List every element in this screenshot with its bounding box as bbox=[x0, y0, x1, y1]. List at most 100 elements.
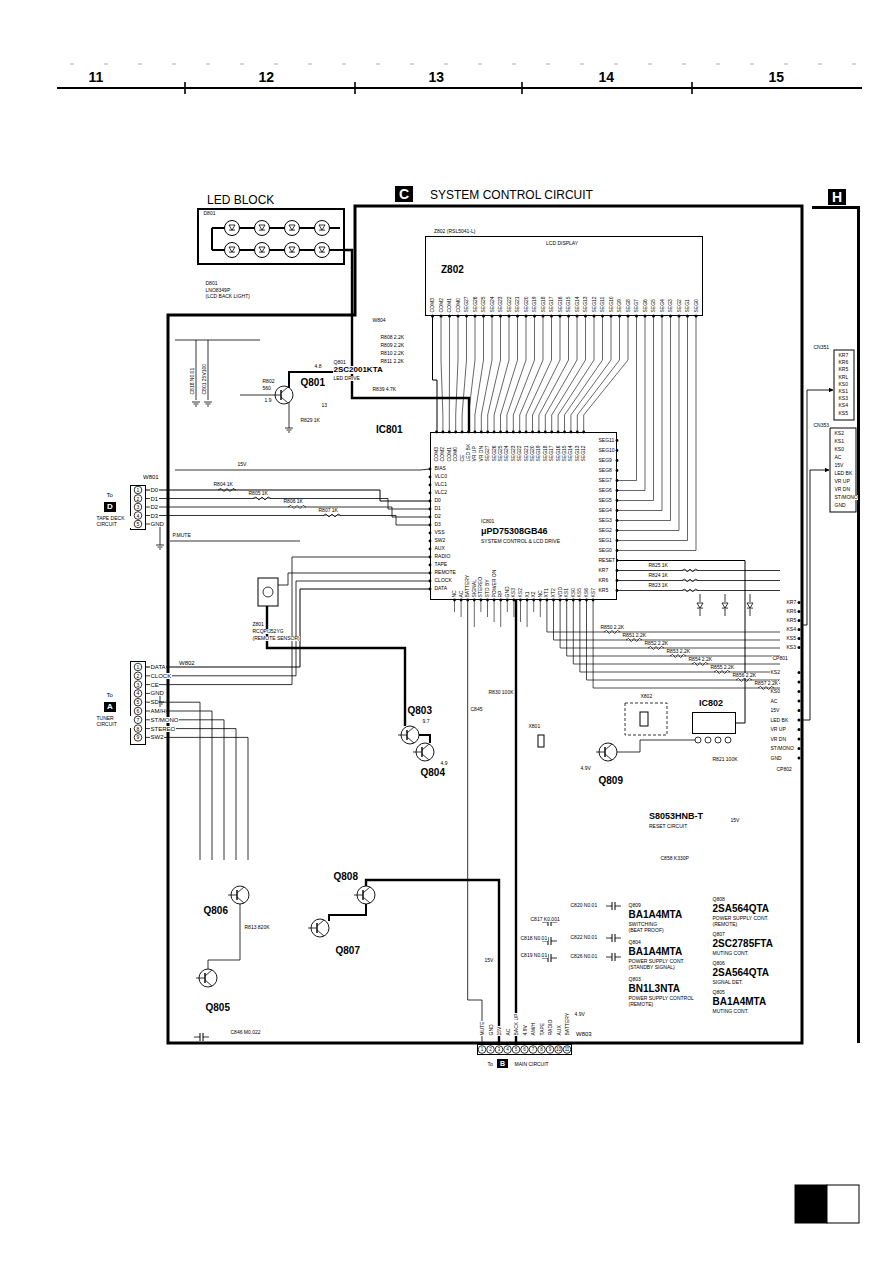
pin-name: SEG12 bbox=[581, 445, 586, 462]
wire bbox=[146, 702, 200, 860]
wire bbox=[513, 600, 514, 617]
wire bbox=[487, 600, 488, 617]
circuit-reference: D bbox=[104, 502, 116, 512]
resistor-symbol bbox=[682, 579, 698, 582]
resistor-symbol bbox=[670, 655, 686, 658]
pin-name: STEREO bbox=[150, 726, 176, 732]
wire bbox=[580, 64, 584, 65]
pin-name: SEG27 bbox=[464, 296, 469, 313]
pin-name: AC bbox=[506, 1028, 511, 1036]
wire bbox=[700, 594, 701, 602]
pin-name: SEG0 bbox=[598, 548, 612, 553]
pin-name: KS7 bbox=[591, 588, 596, 598]
connector-pin bbox=[529, 1046, 537, 1054]
wire bbox=[354, 895, 363, 896]
pin-name: NC bbox=[538, 590, 543, 598]
pin-name: COM0 bbox=[453, 447, 458, 462]
part-label: R810 2.2K bbox=[380, 351, 405, 356]
circuit-reference: MAIN CIRCUIT bbox=[514, 1062, 549, 1067]
wire bbox=[211, 228, 213, 250]
ic-chip: IC802S8053HNB-TRESET CIRCUIT bbox=[692, 712, 736, 734]
diode-symbol bbox=[697, 603, 703, 608]
pin-name: SW2 bbox=[434, 538, 446, 543]
pin-name: COM2 bbox=[440, 447, 445, 462]
pin-dot bbox=[798, 646, 801, 649]
page-mark bbox=[795, 1185, 827, 1223]
diode-symbol bbox=[289, 247, 295, 252]
led-symbol bbox=[225, 221, 240, 236]
connector-pin bbox=[134, 698, 142, 706]
pin-name: REMOTE bbox=[434, 570, 456, 575]
wire bbox=[413, 752, 422, 753]
wire bbox=[617, 590, 780, 591]
pin-name: VLC2 bbox=[434, 490, 448, 495]
pin-name: COM2 bbox=[439, 298, 444, 313]
pin-name: SEG18 bbox=[541, 296, 546, 313]
pin-name: KR5 bbox=[786, 618, 797, 623]
part-label: R829 1K bbox=[300, 418, 320, 423]
node-text: RESET CIRCUIT bbox=[649, 824, 687, 829]
connector-outline bbox=[834, 350, 854, 420]
pin-number: 11 bbox=[565, 1047, 570, 1052]
circuit-reference: To bbox=[106, 692, 113, 698]
wire bbox=[587, 600, 781, 680]
pin-name: KS0 bbox=[838, 382, 848, 387]
node-text: Z802 (RSL5041-L) bbox=[434, 229, 475, 234]
pin-name: GND bbox=[505, 586, 510, 598]
wire bbox=[240, 395, 272, 396]
connector-pin bbox=[546, 1046, 554, 1054]
pin-name: KS1 bbox=[838, 389, 848, 394]
wire-connector bbox=[345, 250, 469, 432]
pin-name: BACK UP bbox=[514, 1013, 519, 1036]
pin-name: LED BK bbox=[834, 471, 853, 476]
pin-name: KS4 bbox=[838, 403, 848, 408]
wire bbox=[580, 600, 780, 672]
part-label: 4.9V bbox=[580, 766, 591, 771]
part-label: R805 1K bbox=[248, 491, 268, 496]
pin-name: GND bbox=[489, 1024, 494, 1036]
parts-list-entry: POWER SUPPLY CONT. bbox=[712, 916, 769, 921]
node-text: IC802 bbox=[699, 699, 723, 708]
pin-name: GND bbox=[150, 521, 164, 527]
pin-name: SEG5 bbox=[651, 299, 656, 313]
pin-name: LED BK bbox=[770, 718, 789, 723]
wire bbox=[573, 600, 780, 664]
wire bbox=[481, 316, 492, 432]
diode-symbol bbox=[319, 247, 325, 252]
parts-list-entry: Q807 bbox=[712, 932, 725, 937]
pin-name: SEG3 bbox=[598, 518, 612, 523]
diode-symbol bbox=[289, 225, 295, 230]
wire bbox=[520, 600, 521, 622]
wire bbox=[363, 887, 370, 893]
pin-name: KS4 bbox=[786, 627, 796, 632]
ic-pin bbox=[725, 737, 731, 743]
pin-name: KR6 bbox=[838, 360, 849, 365]
part-label: R830 100K bbox=[488, 690, 514, 695]
wire bbox=[554, 600, 781, 640]
capacitor-symbol bbox=[612, 902, 615, 910]
parts-list-entry: POWER SUPPLY CONT. bbox=[628, 959, 685, 964]
pin-name: KS3 bbox=[511, 588, 516, 598]
node-text: SYSTEM CONTROL CIRCUIT bbox=[430, 189, 593, 201]
pin-name: SEG14 bbox=[568, 445, 573, 462]
pin-name: VLC0 bbox=[434, 474, 448, 479]
pin-number: 6 bbox=[523, 1047, 526, 1052]
wire bbox=[281, 387, 288, 393]
pin-name: SEG17 bbox=[549, 296, 554, 313]
diode-symbol bbox=[259, 225, 265, 230]
diode-symbol bbox=[722, 603, 728, 608]
pin-name: KR5 bbox=[838, 367, 849, 372]
region-outline bbox=[168, 206, 802, 1043]
part-label: R857 2.2K bbox=[754, 681, 779, 686]
pin-name: SIGNAL bbox=[472, 579, 477, 598]
pin-name: RP bbox=[498, 590, 503, 598]
pin-name: SEG10 bbox=[598, 448, 615, 453]
pin-name: SEG21 bbox=[515, 296, 520, 313]
part-label: R855 2.2K bbox=[710, 665, 735, 670]
wire bbox=[441, 316, 443, 432]
connector-pin bbox=[521, 1046, 529, 1054]
wire bbox=[419, 735, 430, 743]
pin-name: SEG7 bbox=[598, 478, 612, 483]
pin-number: 3 bbox=[137, 505, 140, 510]
wire bbox=[70, 64, 74, 65]
